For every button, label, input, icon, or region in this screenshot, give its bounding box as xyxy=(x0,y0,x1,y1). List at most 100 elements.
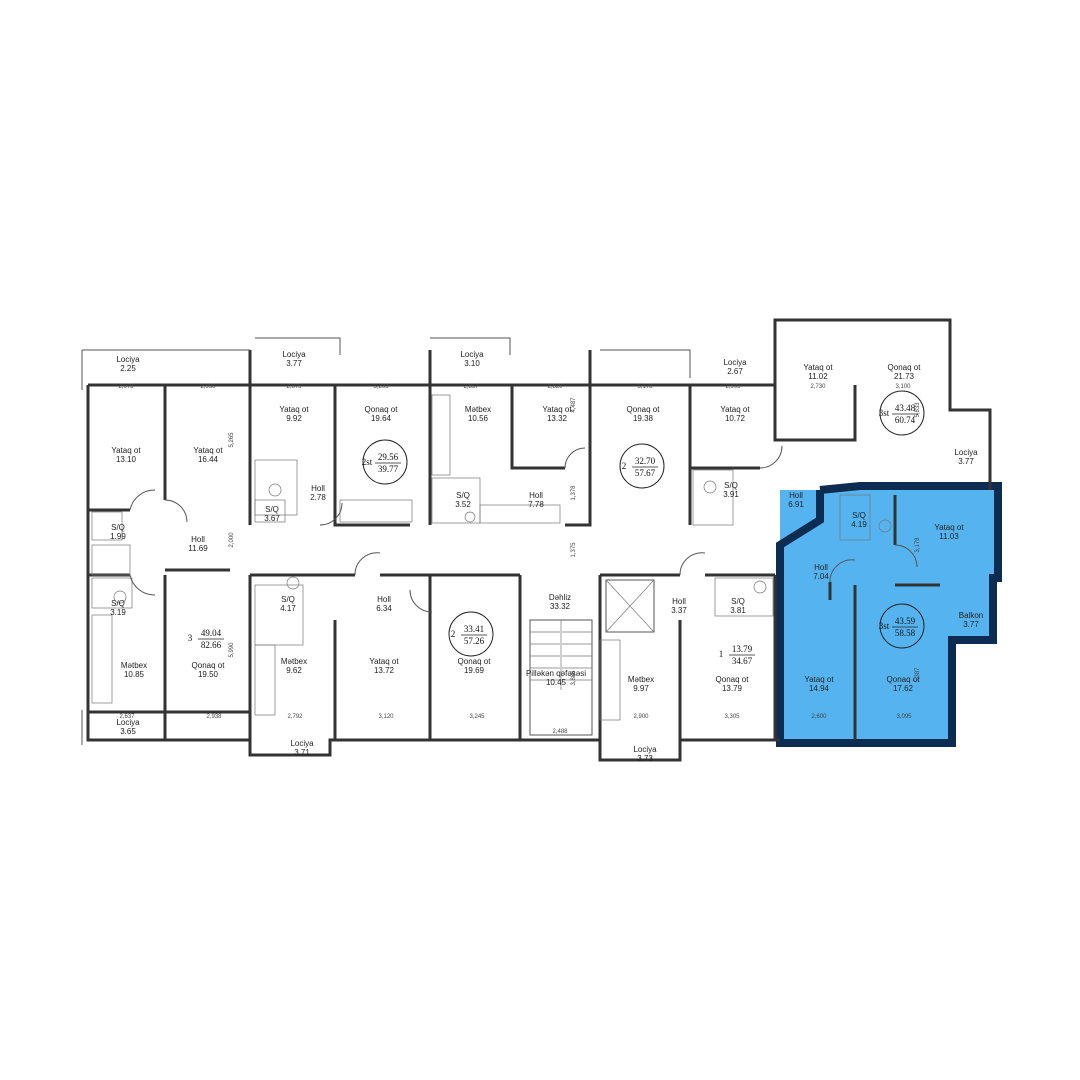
dimension-label: 2,875 xyxy=(286,384,302,390)
unit-type: 3st xyxy=(879,621,890,631)
room-area: 21.73 xyxy=(894,372,915,381)
room-area: 3.77 xyxy=(963,620,979,629)
dimension-label: 3,203 xyxy=(373,384,389,390)
unit-total-area: 57.67 xyxy=(635,468,656,478)
dimension-label: 2,905 xyxy=(725,384,741,390)
dimension-label: 2,857 xyxy=(463,384,479,390)
room-area: 10.56 xyxy=(468,414,489,423)
room-name: Lociya xyxy=(282,350,306,359)
room-area: 6.34 xyxy=(376,604,392,613)
room-area: 3.19 xyxy=(110,608,126,617)
room-name: S/Q xyxy=(111,523,125,532)
room-name: Lociya xyxy=(633,745,657,754)
room-sq-a2: S/Q3.19 xyxy=(110,599,126,617)
room-name: Yataq ot xyxy=(193,446,223,455)
room-name: Yataq ot xyxy=(369,657,399,666)
unit-living-area: 29.56 xyxy=(378,452,399,462)
room-name: Mətbex xyxy=(628,675,654,684)
room-area: 3.52 xyxy=(455,500,471,509)
dimension-label: 3,178 xyxy=(637,384,653,390)
room-yataq-b: Yataq ot9.92 xyxy=(279,405,309,423)
dimension-label: 1,375 xyxy=(571,542,577,558)
unit-type: 3 xyxy=(188,633,193,643)
room-area: 13.32 xyxy=(547,414,568,423)
room-name: Qonaq ot xyxy=(458,657,492,666)
room-area: 9.62 xyxy=(286,666,302,675)
room-area: 6.91 xyxy=(788,500,804,509)
unit-badge-unit-b: 2st 29.56 39.77 xyxy=(362,439,408,485)
dimension-label: 5,265 xyxy=(229,432,235,448)
room-name: Holl xyxy=(814,563,828,572)
room-sq-d: S/Q3.91 xyxy=(723,481,739,499)
room-name: Holl xyxy=(789,491,803,500)
fixtures xyxy=(91,394,892,721)
room-sq-b: S/Q3.67 xyxy=(264,505,280,523)
dimension-label: 2,792 xyxy=(287,714,303,720)
room-area: 3.10 xyxy=(464,359,480,368)
unit-total-area: 57.26 xyxy=(464,636,485,646)
room-name: Dəhliz xyxy=(549,593,571,602)
room-area: 19.64 xyxy=(371,414,392,423)
highlighted-unit-fill[interactable] xyxy=(780,490,998,743)
unit-total-area: 58.58 xyxy=(895,628,916,638)
unit-total-area: 60.74 xyxy=(895,415,916,425)
room-name: Balkon xyxy=(959,611,983,620)
room-area: 17.62 xyxy=(893,684,914,693)
room-area: 10.72 xyxy=(725,414,746,423)
room-sq-g: S/Q4.19 xyxy=(851,511,867,529)
unit-total-area: 39.77 xyxy=(378,464,399,474)
room-area: 2.78 xyxy=(310,493,326,502)
unit-type: 2st xyxy=(362,457,373,467)
dimension-label: 5,833 xyxy=(915,402,921,418)
room-area: 13.79 xyxy=(722,684,743,693)
room-area: 3.91 xyxy=(723,490,739,499)
room-area: 7.04 xyxy=(813,572,829,581)
room-name: Qonaq ot xyxy=(365,405,399,414)
room-name: Lociya xyxy=(954,448,978,457)
room-name: Yataq ot xyxy=(111,446,141,455)
room-name: Holl xyxy=(191,535,205,544)
room-name: Yataq ot xyxy=(279,405,309,414)
unit-living-area: 43.48 xyxy=(895,403,916,413)
room-name: S/Q xyxy=(852,511,866,520)
unit-living-area: 33.41 xyxy=(464,624,484,634)
room-area: 13.72 xyxy=(374,666,395,675)
room-name: Mətbex xyxy=(121,661,147,670)
room-area: 33.32 xyxy=(550,602,571,611)
room-name: Yataq ot xyxy=(934,523,964,532)
room-name: S/Q xyxy=(265,505,279,514)
room-name: Yataq ot xyxy=(803,363,833,372)
dimension-label: 5,387 xyxy=(915,667,921,683)
dimension-label: 2,950 xyxy=(200,384,216,390)
room-area: 9.92 xyxy=(286,414,302,423)
dimension-label: 2,900 xyxy=(633,714,649,720)
room-area: 1.99 xyxy=(110,532,126,541)
unit-total-area: 34.67 xyxy=(732,656,753,666)
unit-living-area: 13.79 xyxy=(732,644,753,654)
room-name: Qonaq ot xyxy=(192,661,226,670)
dimension-label: 2,820 xyxy=(547,384,563,390)
unit-type: 1 xyxy=(719,649,724,659)
room-area: 2.67 xyxy=(727,367,743,376)
